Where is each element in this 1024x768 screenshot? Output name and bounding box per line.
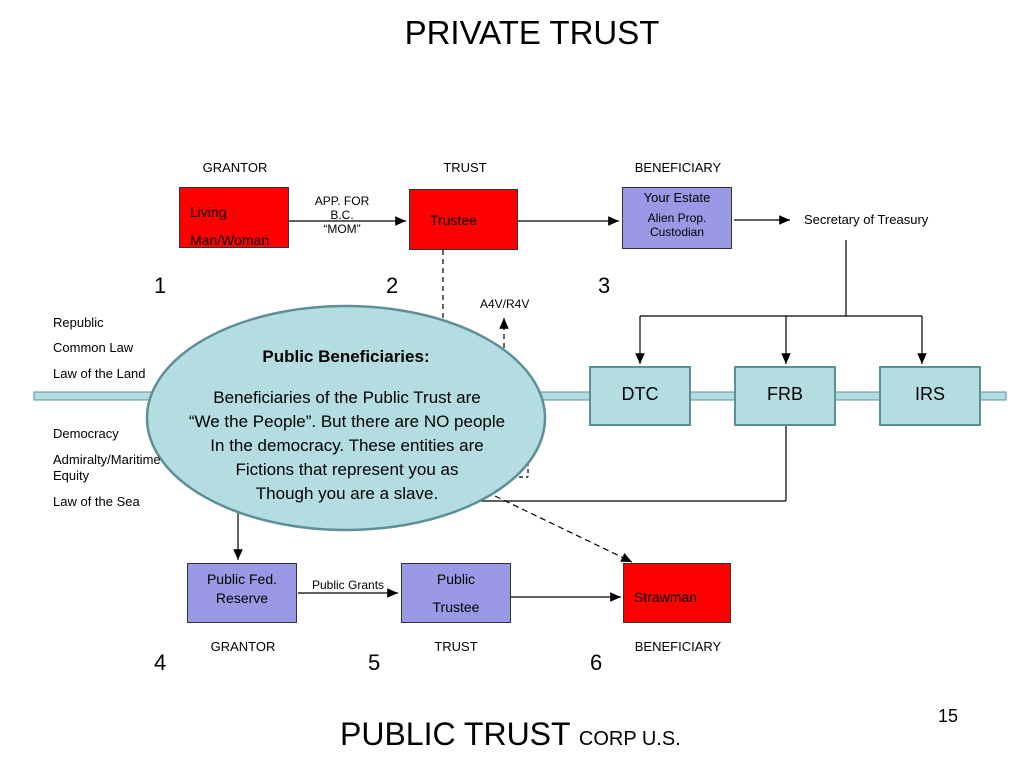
- public-fed-reserve-box: Public Fed. Reserve: [187, 563, 297, 623]
- side-admiralty: Admiralty/Maritime: [53, 452, 161, 467]
- irs-label: IRS: [914, 384, 945, 404]
- app-note-line1: APP. FOR: [314, 194, 370, 208]
- grantor-box-line2: Man/Woman: [190, 232, 270, 248]
- page-number: 15: [938, 706, 959, 726]
- side-common-law: Common Law: [53, 340, 134, 355]
- dtc-box: DTC: [589, 366, 691, 426]
- number-3: 3: [598, 273, 611, 298]
- public-trustee-line2: Trustee: [432, 599, 480, 615]
- side-republic: Republic: [53, 315, 104, 330]
- trustee-box-label: Trustee: [430, 212, 477, 228]
- ellipse-body: Beneficiaries of the Public Trust are “W…: [148, 386, 546, 506]
- number-5: 5: [368, 650, 381, 675]
- trust-label-bottom: TRUST: [434, 639, 478, 654]
- app-note-line3: “MOM”: [323, 222, 361, 236]
- ellipse-heading: Public Beneficiaries:: [262, 347, 430, 366]
- side-law-of-land: Law of the Land: [53, 366, 146, 381]
- app-note-line2: B.C.: [330, 208, 354, 222]
- trust-label-top: TRUST: [443, 160, 487, 175]
- app-for-bc-note: APP. FOR B.C. “MOM”: [304, 194, 380, 236]
- number-2: 2: [386, 273, 399, 298]
- beneficiary-label-top: BENEFICIARY: [634, 160, 722, 175]
- footer-main: PUBLIC TRUST: [340, 716, 570, 752]
- footer-sub: CORP U.S.: [578, 728, 681, 750]
- strawman-label: Strawman: [634, 589, 698, 605]
- footer-title: PUBLIC TRUST CORP U.S.: [340, 716, 681, 753]
- grantor-label-top: GRANTOR: [202, 160, 268, 175]
- trustee-box: Trustee: [409, 189, 518, 250]
- frb-label: FRB: [767, 384, 803, 404]
- ellipse-line-4: Fictions that represent you as: [235, 460, 459, 479]
- ellipse-line-5: Though you are a slave.: [255, 484, 439, 503]
- grantor-label-bottom: GRANTOR: [210, 639, 276, 654]
- number-6: 6: [590, 650, 603, 675]
- ellipse-line-3: In the democracy. These entities are: [210, 436, 484, 455]
- public-trustee-line1: Public: [436, 571, 476, 587]
- estate-box-line1: Your Estate: [643, 190, 711, 205]
- ellipse-line-1: Beneficiaries of the Public Trust are: [213, 388, 481, 407]
- strawman-box: Strawman: [623, 563, 731, 623]
- a4v-r4v-label: A4V/R4V: [480, 297, 530, 311]
- fed-box-line2: Reserve: [215, 590, 269, 606]
- grantor-box-line1: Living: [190, 204, 227, 220]
- side-equity: Equity: [53, 468, 90, 483]
- estate-box-line2: Alien Prop.: [647, 211, 707, 225]
- public-trustee-box: Public Trustee: [401, 563, 511, 623]
- frb-box: FRB: [734, 366, 836, 426]
- ellipse-line-2: “We the People”. But there are NO people: [188, 412, 506, 431]
- page-title: PRIVATE TRUST: [404, 14, 660, 51]
- secretary-of-treasury: Secretary of Treasury: [804, 212, 929, 227]
- number-4: 4: [154, 650, 167, 675]
- beneficiary-label-bottom: BENEFICIARY: [634, 639, 722, 654]
- side-democracy: Democracy: [53, 426, 119, 441]
- irs-box: IRS: [879, 366, 981, 426]
- number-1: 1: [154, 273, 167, 298]
- estate-box-line3: Custodian: [649, 225, 705, 239]
- dtc-label: DTC: [621, 384, 659, 404]
- your-estate-box: Your Estate Alien Prop. Custodian: [622, 187, 732, 249]
- public-grants-note: Public Grants: [312, 578, 385, 592]
- public-beneficiaries-ellipse: [145, 304, 547, 532]
- living-man-woman-box: Living Man/Woman: [179, 187, 289, 248]
- fed-box-line1: Public Fed.: [206, 571, 278, 587]
- side-law-of-sea: Law of the Sea: [53, 494, 140, 509]
